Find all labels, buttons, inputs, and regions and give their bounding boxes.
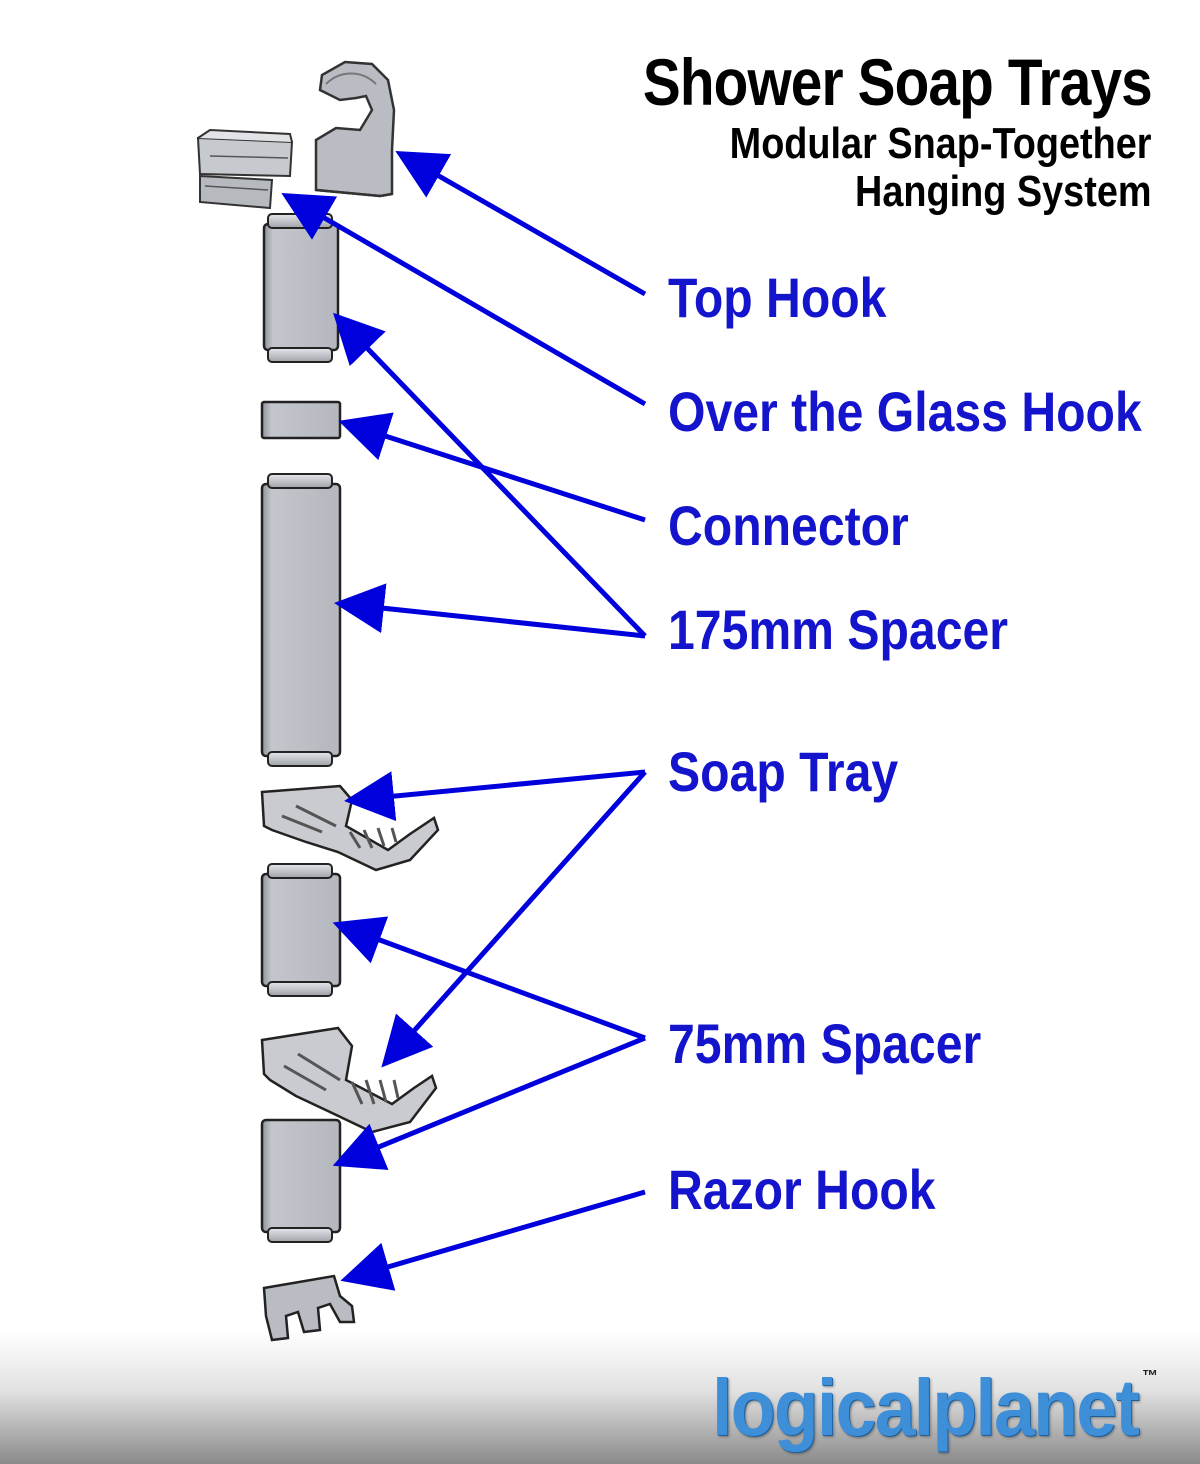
diagram-subtitle: Modular Snap-Together Hanging System [730, 120, 1152, 216]
brand-logo: logicalplanet [712, 1363, 1140, 1452]
spacer-75-lower-part [260, 1118, 342, 1243]
arrow-spacer-75-lower [332, 1035, 646, 1170]
arrow-spacer-175-long [334, 583, 646, 639]
label-connector: Connector [668, 494, 909, 557]
spacer-175-top-part [262, 213, 340, 363]
subtitle-line-1: Modular Snap-Together [730, 119, 1152, 168]
trademark-mark: ™ [1142, 1368, 1158, 1385]
spacer-175-part [260, 473, 342, 767]
arrow-spacer-175-top [333, 312, 647, 638]
over-glass-hook-part [196, 128, 294, 210]
label-razor-hook: Razor Hook [668, 1158, 936, 1221]
soap-tray-upper-part [260, 784, 440, 872]
soap-tray-lower-part [260, 1026, 438, 1134]
bottom-gradient-band [0, 1330, 1200, 1464]
arrow-soap-tray-upper [344, 769, 646, 822]
diagram-title: Shower Soap Trays [642, 45, 1153, 119]
connector-part [260, 400, 342, 440]
label-soap-tray: Soap Tray [668, 740, 899, 803]
label-spacer-75: 75mm Spacer [668, 1012, 982, 1075]
top-hook-part [314, 60, 396, 198]
arrow-over-glass-hook [281, 192, 647, 407]
spacer-75-upper-part [260, 863, 342, 997]
razor-hook-part [262, 1274, 356, 1342]
arrow-top-hook [395, 151, 647, 297]
arrow-connector [338, 412, 646, 523]
subtitle-line-2: Hanging System [855, 167, 1152, 216]
label-over-glass-hook: Over the Glass Hook [668, 380, 1142, 443]
arrow-razor-hook [340, 1189, 646, 1291]
arrow-soap-tray-lower [381, 770, 647, 1068]
callout-arrows [281, 151, 647, 1291]
label-top-hook: Top Hook [668, 266, 887, 329]
arrow-spacer-75-upper [332, 916, 646, 1041]
label-spacer-175: 175mm Spacer [668, 598, 1009, 661]
